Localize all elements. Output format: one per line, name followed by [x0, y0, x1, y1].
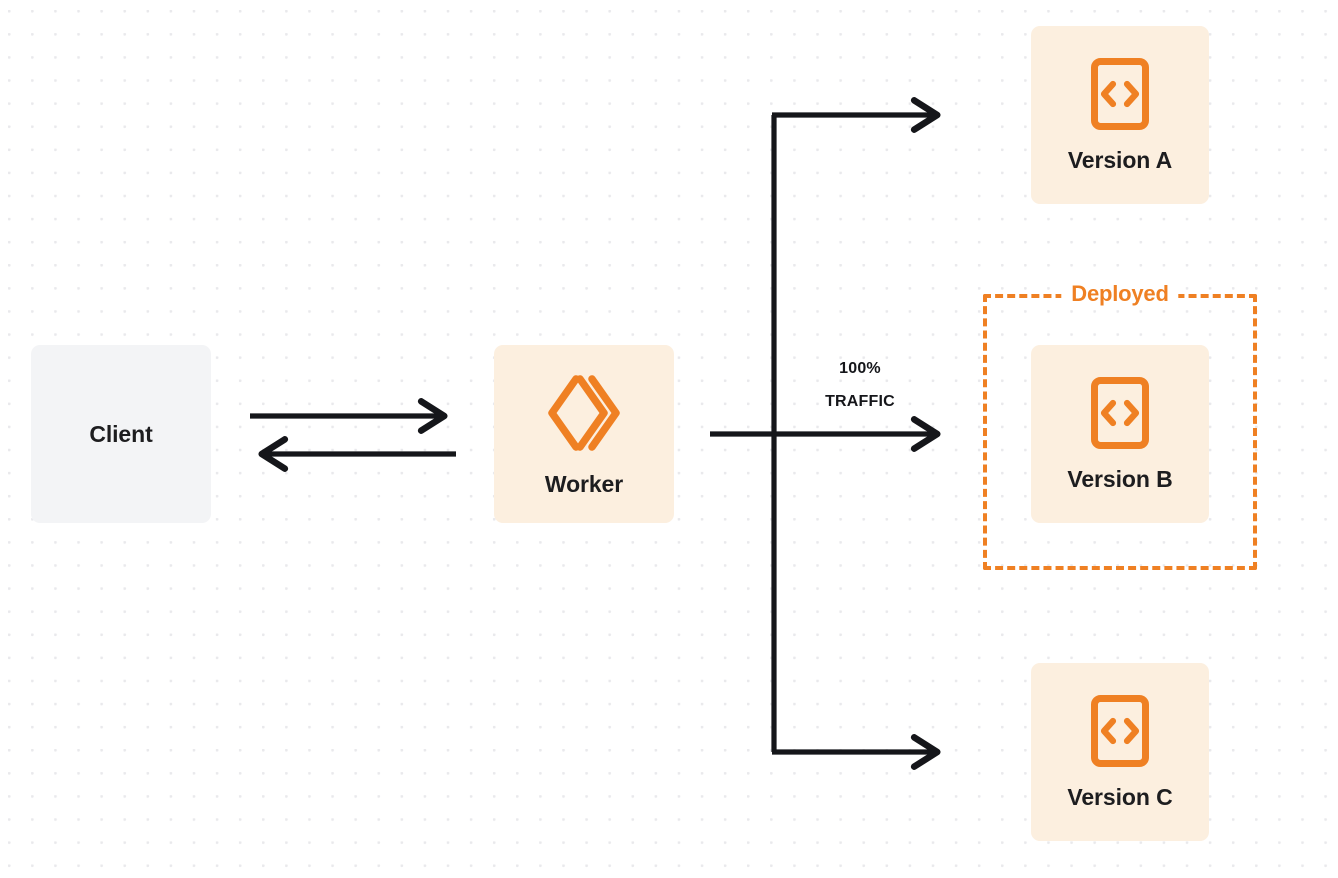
code-brackets-icon — [1090, 57, 1150, 131]
node-version-b-label: Version B — [1067, 465, 1173, 492]
code-brackets-icon — [1090, 376, 1150, 450]
traffic-label: 100% TRAFFIC — [790, 352, 930, 418]
group-deployed-label: Deployed — [1061, 281, 1179, 307]
node-client[interactable]: Client — [31, 345, 211, 523]
traffic-percent: 100% — [839, 360, 881, 377]
code-brackets-icon — [1090, 694, 1150, 768]
node-version-c[interactable]: Version C — [1031, 663, 1209, 841]
node-version-c-label: Version C — [1067, 783, 1173, 810]
node-worker[interactable]: Worker — [494, 345, 674, 523]
cloudflare-workers-logo-icon — [542, 371, 626, 455]
traffic-unit: TRAFFIC — [825, 393, 895, 410]
node-client-label: Client — [89, 420, 153, 447]
group-deployed: Deployed — [983, 281, 1257, 570]
node-version-a-label: Version A — [1067, 146, 1173, 173]
node-version-a[interactable]: Version A — [1031, 26, 1209, 204]
node-worker-label: Worker — [544, 470, 624, 497]
node-version-b[interactable]: Version B — [1031, 345, 1209, 523]
